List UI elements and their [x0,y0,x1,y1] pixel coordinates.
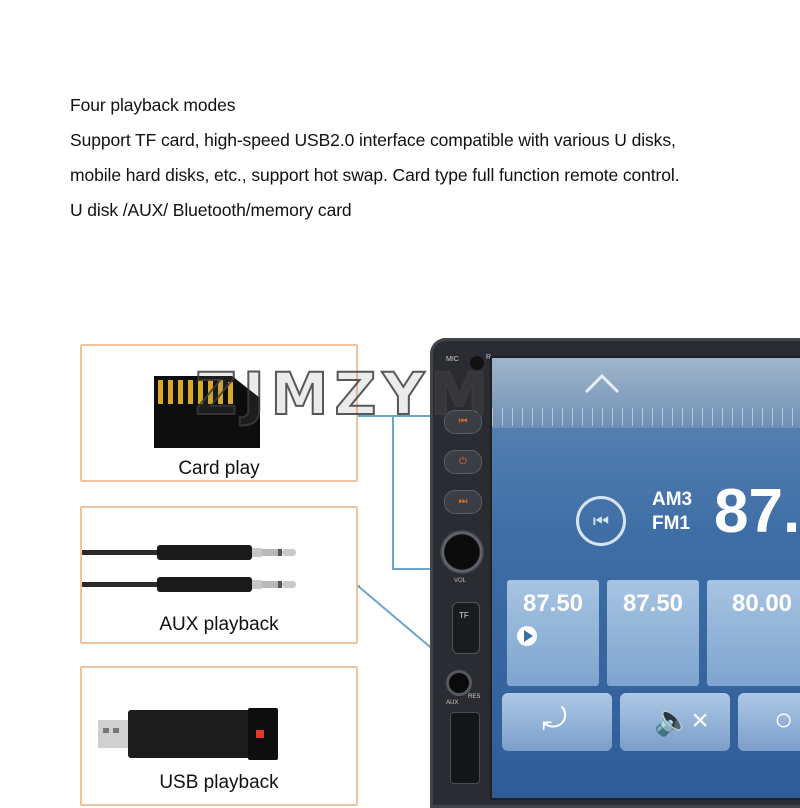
usb-port[interactable] [450,712,480,784]
band-am3: AM3 [652,489,693,510]
usb-playback-box: USB playback [80,666,358,806]
aux-label: AUX [446,700,459,706]
mute-button[interactable]: 🔈× [620,693,730,751]
res-label: RES [468,694,481,700]
brand-watermark: ZJMZYM [194,359,495,429]
description-line-4: U disk /AUX/ Bluetooth/memory card [70,200,352,220]
search-icon: ○ [774,701,794,737]
leader-line-card-down [392,415,394,570]
description-line-1: Four playback modes [70,95,236,115]
usb-stick-icon [98,708,278,760]
radio-control-panel: MIC R ⏮ ⏻ ⏭ VOL TF AUX RES [438,352,498,792]
band-labels: AM3 FM1 [652,488,692,536]
preset-1-value: 87.50 [522,590,584,617]
radio-screen: ⏮ AM3 FM1 87. 87.50 87.50 80.00 ⤾ 🔈× ○ [490,356,800,800]
usb-playback-label: USB playback [159,772,279,793]
vol-label: VOL [454,578,467,584]
tf-card-icon [154,376,260,448]
prev-track-button[interactable]: ⏮ [444,410,482,434]
preset-3[interactable]: 80.00 [707,580,800,686]
aux-playback-label: AUX playback [159,614,279,635]
search-button[interactable]: ○ [738,693,800,751]
home-icon[interactable] [582,372,622,398]
leader-line-card [358,415,448,417]
mute-icon: 🔈× [654,704,709,737]
card-play-box: Card play [80,344,358,482]
leader-line-card-to-tf [392,568,454,570]
preset-2-value: 87.50 [622,590,684,617]
volume-knob[interactable] [440,530,484,574]
power-mode-button[interactable]: ⏻ [444,450,482,474]
description-line-3: mobile hard disks, etc., support hot swa… [70,165,680,185]
car-radio-unit: MIC R ⏮ ⏻ ⏭ VOL TF AUX RES ⏮ AM3 FM1 87.… [430,338,800,808]
frequency-display: 87. [714,477,800,546]
preset-1[interactable]: 87.50 [507,580,599,686]
signal-icon: ⤾ [542,703,567,736]
aux-playback-box: AUX playback [80,506,358,644]
next-track-button[interactable]: ⏭ [444,490,482,514]
tf-slot[interactable]: TF [452,602,480,654]
mic-hole [470,356,484,370]
preset-3-value: 80.00 [731,590,793,617]
signal-button[interactable]: ⤾ [502,693,612,751]
preset-2[interactable]: 87.50 [607,580,699,686]
r-label: R [486,354,492,361]
card-play-label: Card play [178,458,260,479]
prev-station-button[interactable]: ⏮ [576,496,626,546]
tf-label: TF [459,611,469,620]
description: Four playback modes Support TF card, hig… [70,88,790,228]
aux-jack[interactable] [446,670,472,696]
band-fm1: FM1 [652,513,690,534]
aux-cable-icon [82,545,296,592]
tuning-scale [492,408,800,426]
mic-label: MIC [446,356,459,363]
play-icon [517,626,537,646]
description-line-2: Support TF card, high-speed USB2.0 inter… [70,130,676,150]
